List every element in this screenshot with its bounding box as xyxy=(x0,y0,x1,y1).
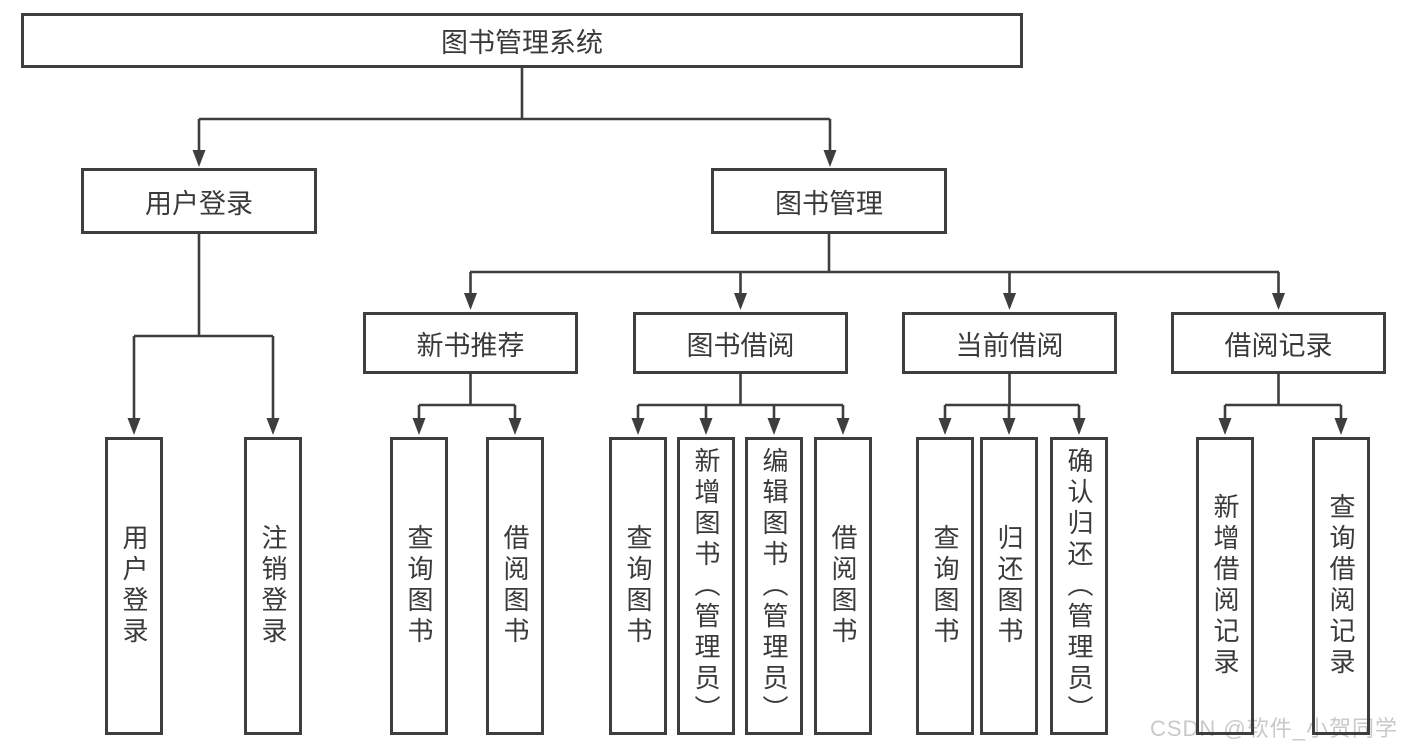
node-book-management: 图书管理 xyxy=(711,168,947,234)
connector-mgmt-branch xyxy=(469,234,1280,296)
arrowhead xyxy=(192,150,206,167)
arrowhead xyxy=(767,418,781,435)
arrowhead xyxy=(1334,418,1348,435)
leaf-recommend-borrow-books: 借阅图书 xyxy=(486,437,544,735)
connector-login-branch xyxy=(132,234,275,420)
node-borrow-records: 借阅记录 xyxy=(1171,312,1386,374)
connector-records-split xyxy=(1223,374,1343,420)
leaf-borrow-add-books-admin: 新增图书（管理员） xyxy=(677,437,735,735)
leaf-current-query-books: 查询图书 xyxy=(916,437,974,735)
leaf-records-add-record: 新增借阅记录 xyxy=(1196,437,1254,735)
leaf-records-query-record: 查询借阅记录 xyxy=(1312,437,1370,735)
arrowhead xyxy=(1072,418,1086,435)
leaf-recommend-query-books: 查询图书 xyxy=(390,437,448,735)
connector-borrow-split xyxy=(636,374,845,420)
node-new-book-recommend: 新书推荐 xyxy=(363,312,578,374)
arrowhead xyxy=(1272,293,1285,310)
node-current-borrow: 当前借阅 xyxy=(902,312,1117,374)
arrowhead xyxy=(1218,418,1232,435)
leaf-borrow-query-books: 查询图书 xyxy=(609,437,667,735)
arrowhead xyxy=(1002,418,1016,435)
leaf-current-return-books: 归还图书 xyxy=(980,437,1038,735)
leaf-logout: 注销登录 xyxy=(244,437,302,735)
leaf-borrow-borrow-books: 借阅图书 xyxy=(814,437,872,735)
arrowhead xyxy=(631,418,645,435)
leaf-current-confirm-return-admin: 确认归还（管理员） xyxy=(1050,437,1108,735)
arrowhead xyxy=(412,418,426,435)
connector-recommend-split xyxy=(417,374,517,420)
arrowhead xyxy=(938,418,952,435)
csdn-watermark: CSDN @软件_小贺同学 xyxy=(1149,716,1398,741)
leaf-borrow-edit-books-admin: 编辑图书（管理员） xyxy=(745,437,803,735)
arrowhead xyxy=(508,418,522,435)
arrowhead xyxy=(823,150,837,167)
node-root-title: 图书管理系统 xyxy=(21,13,1023,68)
connector-root xyxy=(197,68,832,151)
arrowhead xyxy=(464,293,477,310)
arrowhead xyxy=(1003,293,1016,310)
connector-arrowheads xyxy=(127,150,1348,435)
leaf-user-login: 用户登录 xyxy=(105,437,163,735)
arrowhead xyxy=(699,418,713,435)
node-book-borrow: 图书借阅 xyxy=(633,312,848,374)
connector-current-split xyxy=(943,374,1081,420)
node-user-login: 用户登录 xyxy=(81,168,317,234)
arrowhead xyxy=(836,418,850,435)
arrowhead xyxy=(734,293,747,310)
arrowhead xyxy=(266,418,280,435)
arrowhead xyxy=(127,418,141,435)
